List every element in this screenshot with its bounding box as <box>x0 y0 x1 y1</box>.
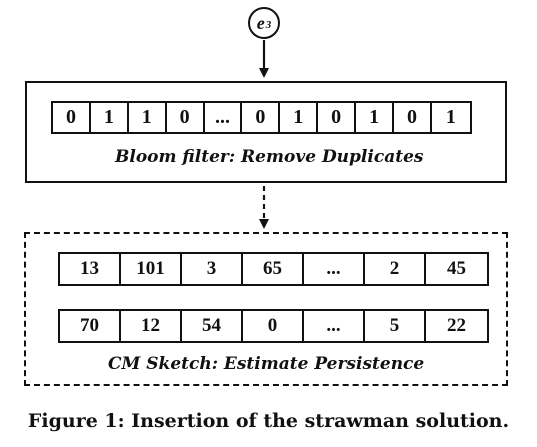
cm-cell: 13 <box>60 254 121 284</box>
cm-cell: 101 <box>121 254 182 284</box>
bloom-cell: ... <box>205 103 243 132</box>
element-node-subscript: 3 <box>265 19 272 31</box>
bloom-cell: 1 <box>129 103 167 132</box>
cm-cell: 65 <box>243 254 304 284</box>
cm-cell: ... <box>304 254 365 284</box>
bloom-bit-array: 0 1 1 0 ... 0 1 0 1 0 1 <box>51 101 472 134</box>
cm-row: 70 12 54 0 ... 5 22 <box>58 309 489 343</box>
bloom-caption-sep: : <box>228 147 236 167</box>
figure-caption: Figure 1: Insertion of the strawman solu… <box>27 410 510 432</box>
cm-cell: 5 <box>365 311 426 341</box>
cm-cell: 54 <box>182 311 243 341</box>
cm-cell: 0 <box>243 311 304 341</box>
cm-cell: 2 <box>365 254 426 284</box>
cm-caption-desc: Estimate Persistence <box>217 354 425 374</box>
bloom-cell: 0 <box>394 103 432 132</box>
bloom-cell: 0 <box>242 103 281 132</box>
cm-cell: ... <box>304 311 365 341</box>
cm-cell: 3 <box>182 254 243 284</box>
bloom-cell: 0 <box>318 103 357 132</box>
cm-caption-name: CM Sketch <box>108 354 212 374</box>
bloom-cell: 0 <box>167 103 205 132</box>
bloom-cell: 1 <box>356 103 395 132</box>
bloom-cell: 1 <box>445 106 456 128</box>
cm-caption-sep: : <box>211 354 218 374</box>
bloom-cell: 1 <box>91 103 129 132</box>
cm-row: 13 101 3 65 ... 2 45 <box>58 252 489 286</box>
cm-sketch-box: 13 101 3 65 ... 2 45 70 12 54 0 ... 5 22… <box>24 232 508 386</box>
element-node-label: e <box>256 12 265 33</box>
cm-cell: 45 <box>447 258 466 279</box>
cm-caption: CM Sketch: Estimate Persistence <box>108 354 424 374</box>
bloom-cell: 0 <box>53 103 91 132</box>
bloom-filter-box: 0 1 1 0 ... 0 1 0 1 0 1 Bloom filter: Re… <box>25 81 507 183</box>
bloom-caption: Bloom filter: Remove Duplicates <box>115 147 423 167</box>
cm-cell: 70 <box>60 311 121 341</box>
bloom-caption-name: Bloom filter <box>115 147 229 167</box>
cm-cell: 22 <box>447 315 466 336</box>
cm-cell: 12 <box>121 311 182 341</box>
bloom-caption-desc: Remove Duplicates <box>235 147 424 167</box>
bloom-cell: 1 <box>280 103 319 132</box>
